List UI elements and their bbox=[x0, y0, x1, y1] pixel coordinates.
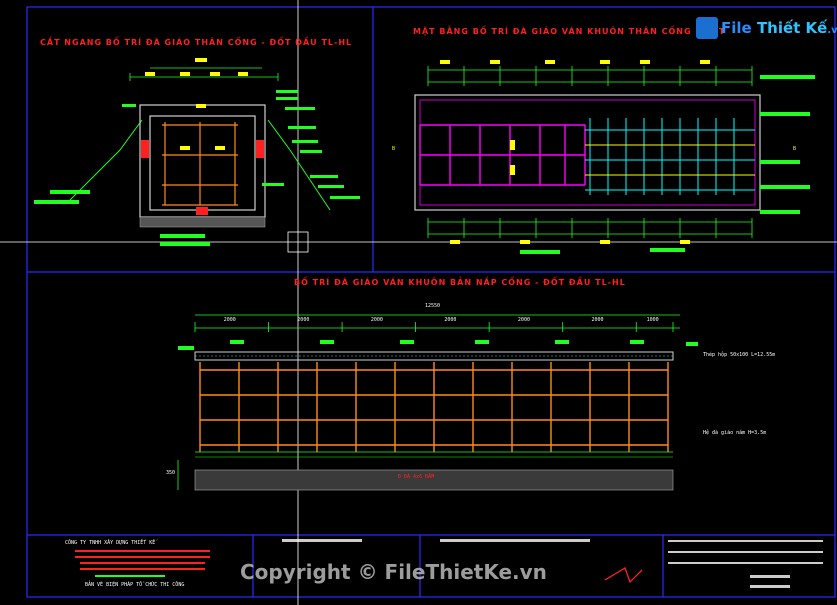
span-dimension: 2000 bbox=[444, 317, 457, 323]
span-dimension: 2000 bbox=[517, 317, 530, 323]
total-dimension: 12550 bbox=[425, 303, 441, 309]
plan-view bbox=[414, 60, 815, 254]
title-block-company: CÔNG TY TNHH XÂY DỰNG THIẾT KẾ bbox=[65, 540, 156, 546]
filethietke-logo: File Thiết Kế.vn bbox=[696, 14, 837, 42]
note-scaffold: Hệ đà giáo năm H=3.5m bbox=[703, 430, 767, 436]
title-block-lines bbox=[282, 539, 823, 588]
ground-label: Đ ĐÁ 4x6 ĐẦM bbox=[398, 474, 435, 480]
span-dimension: 2000 bbox=[370, 317, 383, 323]
title-block-project: BẢN VẼ BIỆN PHÁP TỔ CHỨC THI CÔNG bbox=[85, 582, 185, 588]
span-dimension: 2000 bbox=[591, 317, 604, 323]
height-dimension: 350 bbox=[166, 470, 176, 476]
section-marker-right: B bbox=[793, 146, 797, 152]
logo-icon bbox=[696, 17, 718, 39]
cross-section-title: CẮT NGANG BỐ TRÍ ĐÀ GIÁO THÂN CỐNG - ĐỐT… bbox=[40, 38, 353, 47]
drawing-frame bbox=[26, 6, 836, 598]
elevation-title: BỐ TRÍ ĐÀ GIÁO VÁN KHUÔN BẢN NẮP CỐNG - … bbox=[294, 278, 626, 287]
logo-text: File Thiết Kế.vn bbox=[721, 19, 837, 37]
section-marker-left: B bbox=[392, 146, 396, 152]
span-dimension: 2000 bbox=[297, 317, 310, 323]
copyright-watermark: Copyright © FileThietKe.vn bbox=[240, 560, 547, 584]
span-dimension: 1000 bbox=[646, 317, 659, 323]
span-dimension: 2000 bbox=[223, 317, 236, 323]
elevation-view bbox=[177, 314, 698, 491]
cross-section bbox=[34, 58, 360, 246]
plan-view-title: MẶT BẰNG BỐ TRÍ ĐÀ GIÁO VÁN KHUÔN THÂN C… bbox=[413, 27, 726, 36]
note-beam: Thép hộp 50x100 L=12.55m bbox=[703, 352, 776, 358]
